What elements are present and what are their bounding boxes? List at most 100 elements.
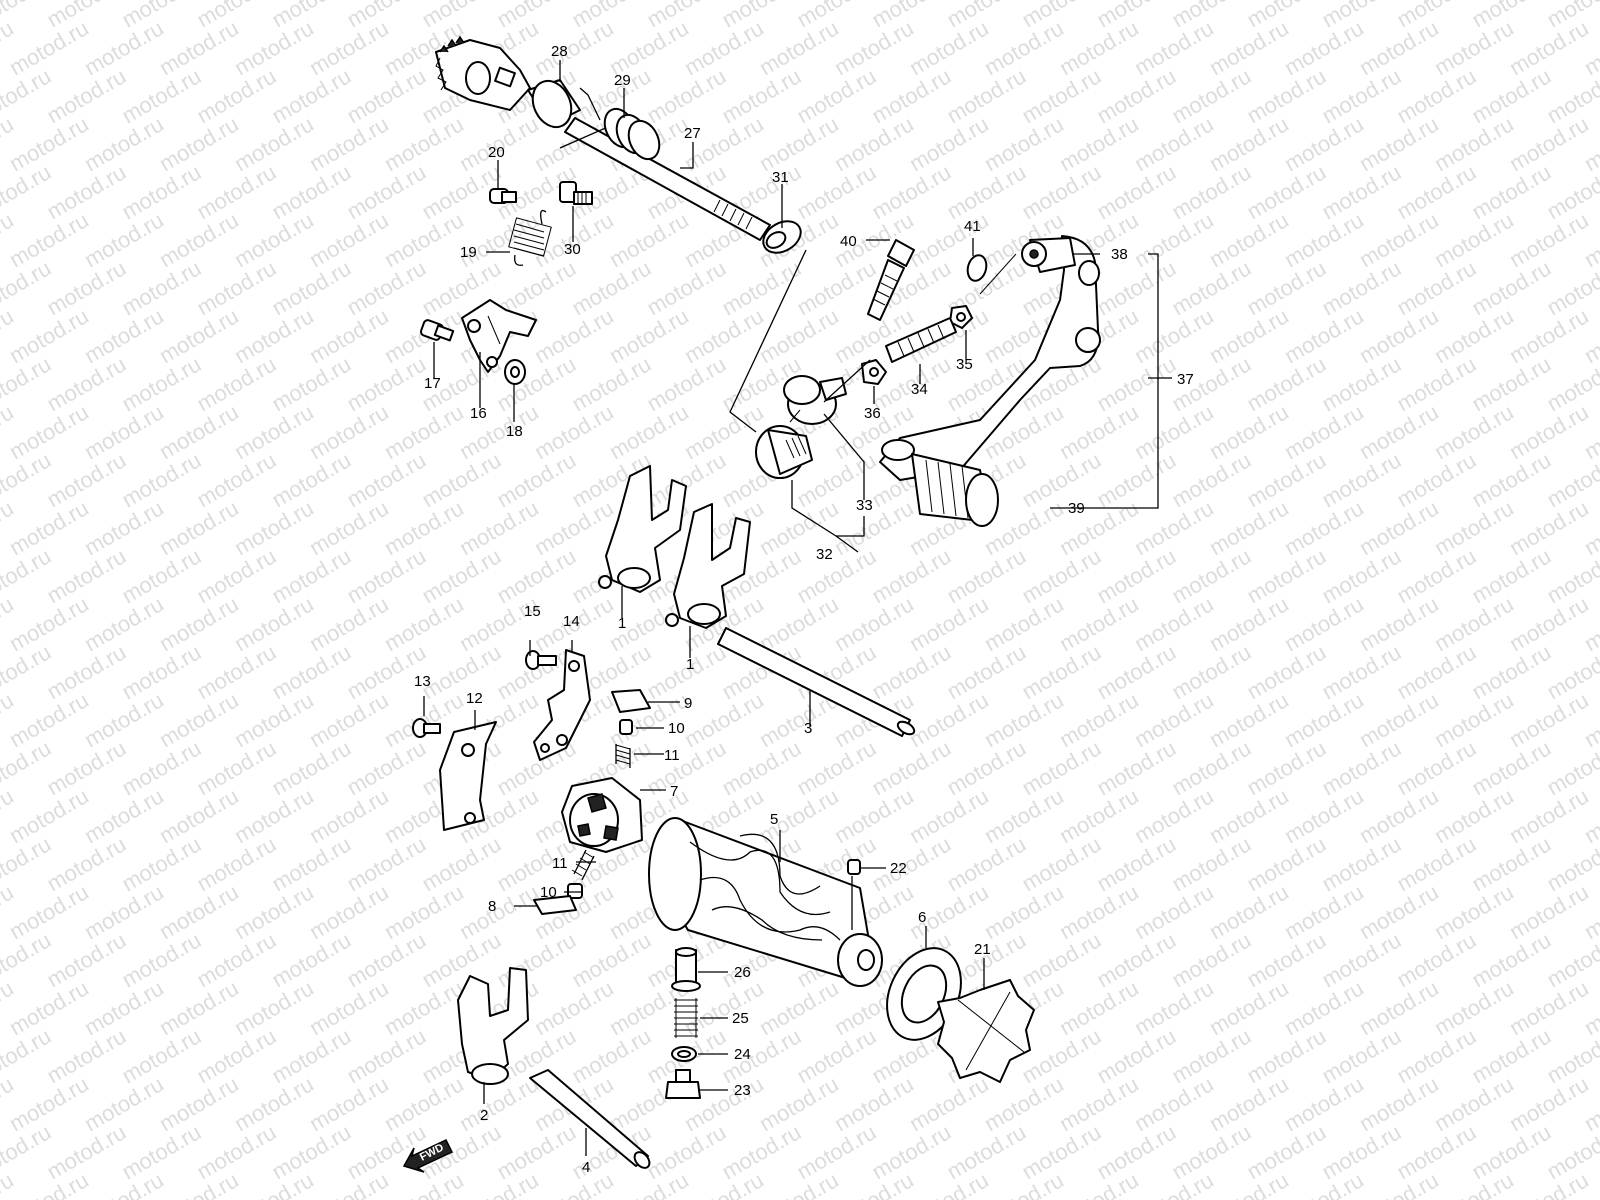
watermark-text: motod.ru [868,1119,956,1184]
watermark-text: motod.ru [80,879,168,944]
watermark-text: motod.ru [80,783,168,848]
watermark-text: motod.ru [1205,399,1293,464]
watermark-text: motod.ru [343,255,431,320]
watermark-text: motod.ru [118,1119,206,1184]
watermark-text: motod.ru [5,111,93,176]
watermark-text: motod.ru [1168,1119,1256,1184]
watermark-text: motod.ru [980,879,1068,944]
screw-part-13 [412,718,441,738]
watermark-text: motod.ru [43,735,131,800]
watermark-text: motod.ru [905,111,993,176]
circlip-part-41 [966,254,988,282]
watermark-text: motod.ru [1505,15,1593,80]
watermark-text: motod.ru [230,687,318,752]
watermark-text: motod.ru [755,975,843,1040]
watermark-text: motod.ru [1280,687,1368,752]
callout-12: 12 [466,690,483,707]
watermark-text: motod.ru [1468,1023,1556,1088]
watermark-text: motod.ru [1018,927,1106,992]
watermark-text: motod.ru [1130,591,1218,656]
watermark-text: motod.ru [1280,591,1368,656]
watermark-text: motod.ru [830,111,918,176]
watermark-text: motod.ru [43,1119,131,1184]
watermark-text: motod.ru [1130,783,1218,848]
watermark-text: motod.ru [1055,879,1143,944]
watermark-text: motod.ru [343,63,431,128]
watermark-text: motod.ru [793,63,881,128]
watermark-text: motod.ru [118,447,206,512]
watermark-text: motod.ru [1505,879,1593,944]
watermark-text: motod.ru [1130,111,1218,176]
watermark-text: motod.ru [1355,15,1443,80]
watermark-text: motod.ru [455,495,543,560]
watermark-text: motod.ru [1280,783,1368,848]
watermark-text: motod.ru [1318,63,1406,128]
watermark-text: motod.ru [1318,1119,1406,1184]
watermark-text: motod.ru [155,303,243,368]
watermark-text: motod.ru [5,207,93,272]
bolt-part-34 [885,317,957,363]
watermark-text: motod.ru [1430,879,1518,944]
watermark-text: motod.ru [1468,639,1556,704]
watermark-text: motod.ru [1168,447,1256,512]
watermark-text: motod.ru [943,543,1031,608]
watermark-text: motod.ru [530,207,618,272]
watermark-text: motod.ru [1093,351,1181,416]
watermark-text: motod.ru [1430,303,1518,368]
watermark-text: motod.ru [868,735,956,800]
shift-fork-part-1-upper [598,465,687,593]
watermark-text: motod.ru [1318,1023,1406,1088]
watermark-text: motod.ru [305,207,393,272]
watermark-text: motod.ru [1318,927,1406,992]
watermark-text: motod.ru [1355,879,1443,944]
watermark-text: motod.ru [1318,351,1406,416]
watermark-text: motod.ru [155,591,243,656]
watermark-text: motod.ru [1430,111,1518,176]
callout-9: 9 [684,695,692,712]
watermark-text: motod.ru [305,783,393,848]
watermark-text: motod.ru [118,63,206,128]
callout-34: 34 [911,381,928,398]
watermark-text: motod.ru [380,399,468,464]
watermark-text: motod.ru [343,447,431,512]
watermark-text: motod.ru [1243,1023,1331,1088]
watermark-text: motod.ru [1393,351,1481,416]
watermark-text: motod.ru [1205,207,1293,272]
watermark-text: motod.ru [193,351,281,416]
watermark-text: motod.ru [5,495,93,560]
watermark-text: motod.ru [1018,831,1106,896]
watermark-text: motod.ru [643,1119,731,1184]
watermark-text: motod.ru [343,927,431,992]
watermark-text: motod.ru [1280,975,1368,1040]
watermark-text: motod.ru [793,159,881,224]
bolt-part-40 [867,239,915,321]
watermark-text: motod.ru [343,159,431,224]
watermark-text: motod.ru [1430,591,1518,656]
watermark-text: motod.ru [1168,1023,1256,1088]
watermark-text: motod.ru [493,927,581,992]
watermark-text: motod.ru [193,831,281,896]
watermark-text: motod.ru [830,1071,918,1136]
watermark-text: motod.ru [568,1023,656,1088]
pawl-part-9 [611,689,651,713]
callout-20: 20 [488,144,505,161]
watermark-text: motod.ru [1205,879,1293,944]
watermark-text: motod.ru [1168,735,1256,800]
watermark-text: motod.ru [193,927,281,992]
watermark-text: motod.ru [905,783,993,848]
watermark-text: motod.ru [943,831,1031,896]
watermark-text: motod.ru [1243,255,1331,320]
watermark-text: motod.ru [1018,159,1106,224]
watermark-text: motod.ru [80,111,168,176]
watermark-text: motod.ru [1280,207,1368,272]
watermark-text: motod.ru [1280,495,1368,560]
pin-part-10-lower [567,883,583,899]
watermark-text: motod.ru [305,1071,393,1136]
watermark-text: motod.ru [155,1071,243,1136]
callout-7: 7 [670,783,678,800]
callout-11-lower: 11 [552,855,568,872]
watermark-text: motod.ru [980,15,1068,80]
watermark-text: motod.ru [1018,639,1106,704]
watermark-text: motod.ru [155,399,243,464]
watermark-text: motod.ru [755,591,843,656]
